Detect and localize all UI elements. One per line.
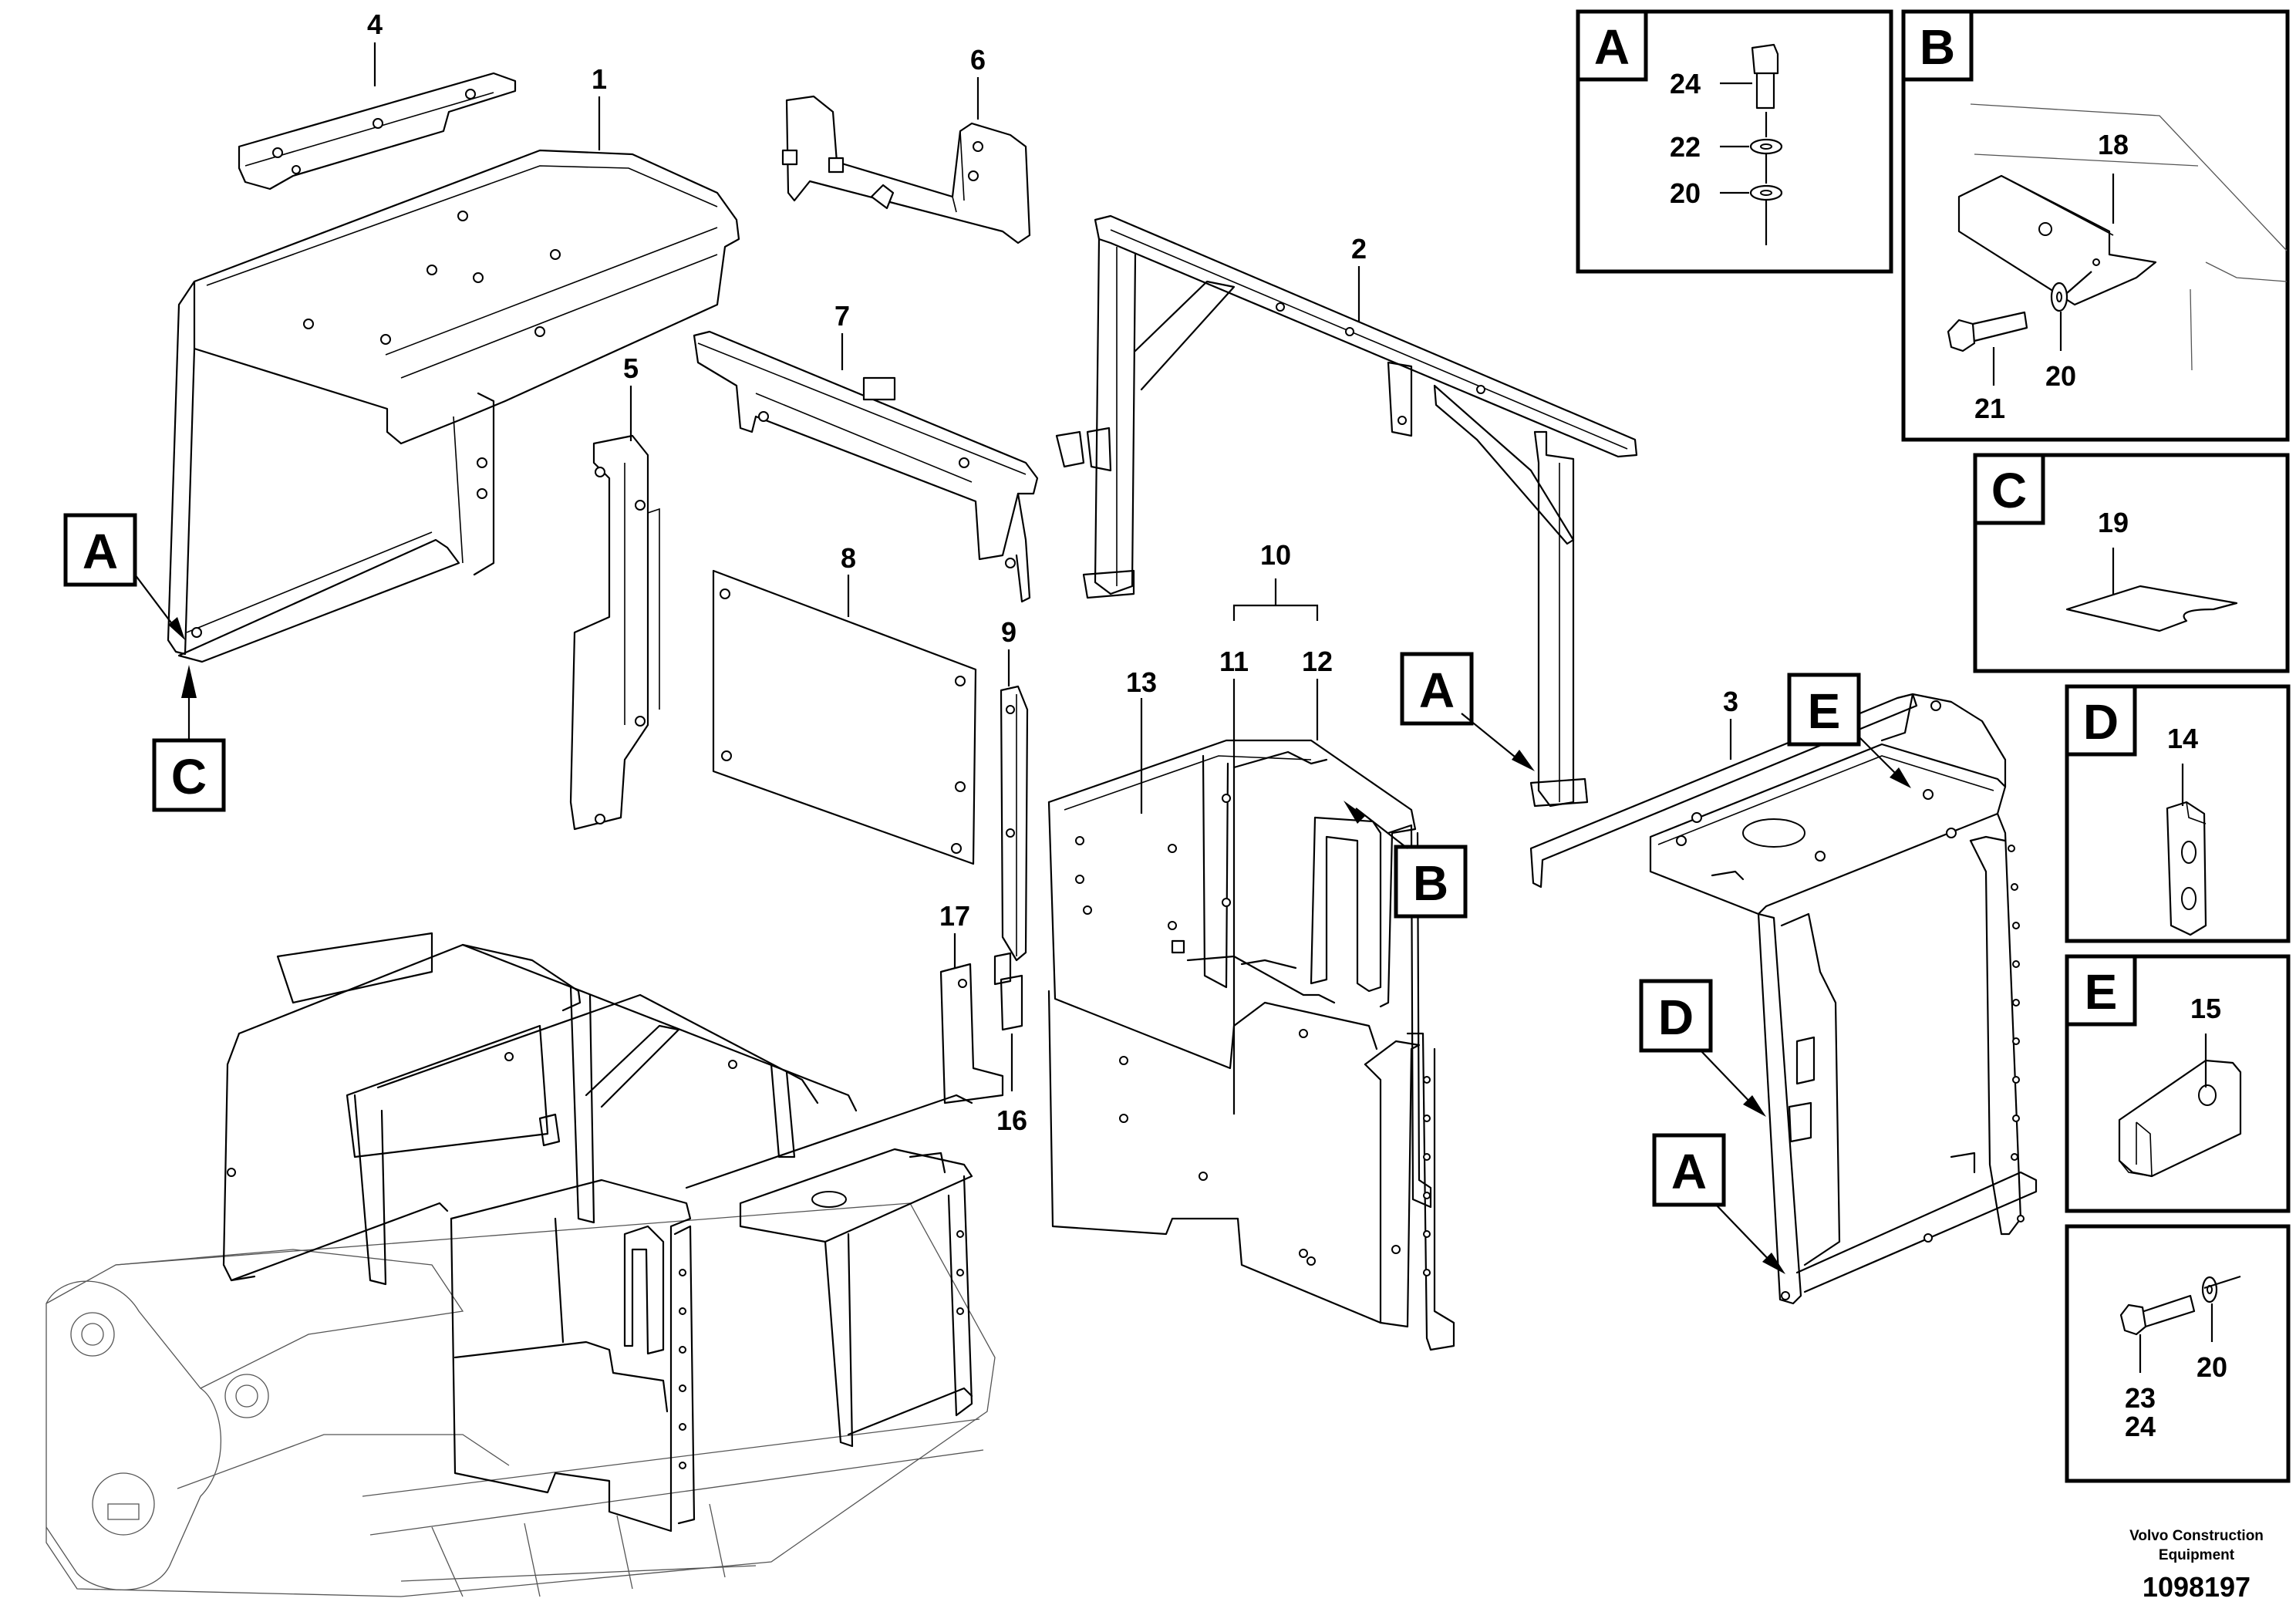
ref-letter-c-part1: C bbox=[171, 749, 207, 804]
part-1-left-frame bbox=[167, 149, 740, 663]
detail-bolts-label-24: 24 bbox=[2125, 1411, 2156, 1442]
ref-box-a-part2 bbox=[1400, 652, 1474, 726]
part-17-bracket bbox=[939, 963, 1004, 1104]
ref-letter-d-part3: D bbox=[1658, 990, 1694, 1045]
ref-box-d-part3 bbox=[1639, 979, 1713, 1053]
detail-panel-c: C 19 bbox=[1973, 453, 2290, 673]
part-4-bracket bbox=[238, 72, 517, 191]
detail-panel-bolts: 23 24 20 bbox=[2065, 1224, 2291, 1483]
detail-b-label-18: 18 bbox=[2098, 129, 2129, 160]
part-6-bracket bbox=[781, 95, 1031, 244]
detail-a-label-22: 22 bbox=[1670, 131, 1701, 163]
detail-a-label-24: 24 bbox=[1670, 68, 1701, 99]
part-7-beam bbox=[693, 330, 1039, 603]
detail-b-label-21: 21 bbox=[1974, 393, 2005, 424]
detail-panel-b: B 18 21 20 bbox=[1901, 9, 2290, 442]
detail-bolts-label-23: 23 bbox=[2125, 1382, 2156, 1414]
detail-a-title: A bbox=[1594, 19, 1630, 75]
label-9: 9 bbox=[1001, 616, 1017, 648]
part-5-vertical-bracket bbox=[569, 434, 660, 831]
label-3: 3 bbox=[1723, 686, 1738, 717]
detail-c-label-19: 19 bbox=[2098, 507, 2129, 538]
ref-box-a-part1 bbox=[63, 513, 137, 587]
part-8-plate bbox=[712, 569, 977, 865]
label-8: 8 bbox=[841, 542, 856, 574]
detail-bolts-label-20: 20 bbox=[2197, 1351, 2227, 1383]
ref-box-e-part3 bbox=[1787, 673, 1861, 747]
detail-a-label-20: 20 bbox=[1670, 177, 1701, 209]
label-11: 11 bbox=[1219, 646, 1249, 677]
label-5: 5 bbox=[623, 352, 639, 384]
ref-box-b-cabinet bbox=[1394, 845, 1468, 919]
label-4: 4 bbox=[367, 8, 383, 40]
detail-panel-e: E 15 bbox=[2065, 954, 2291, 1213]
label-7: 7 bbox=[834, 300, 850, 332]
detail-e-title: E bbox=[2085, 964, 2118, 1020]
detail-b-label-20: 20 bbox=[2045, 360, 2076, 392]
detail-d-label-14: 14 bbox=[2167, 723, 2198, 754]
label-6: 6 bbox=[970, 44, 986, 76]
part-2-top-frame bbox=[1055, 214, 1638, 808]
label-17: 17 bbox=[939, 900, 970, 932]
part-9-strip bbox=[1000, 685, 1029, 962]
ref-letter-a-part2: A bbox=[1419, 663, 1455, 718]
detail-panel-a: A 24 22 20 bbox=[1576, 9, 1893, 274]
detail-e-label-15: 15 bbox=[2190, 993, 2221, 1024]
label-12: 12 bbox=[1302, 646, 1333, 677]
footer-drawing-number: 1098197 bbox=[2143, 1571, 2250, 1603]
ref-letter-a-part3: A bbox=[1671, 1144, 1707, 1199]
footer-company-line1: Volvo Construction bbox=[2129, 1528, 2264, 1544]
part-13-cabinet bbox=[1047, 739, 1455, 1351]
label-16: 16 bbox=[996, 1104, 1027, 1136]
part-3-right-frame bbox=[1529, 693, 2038, 1305]
ref-letter-e-part3: E bbox=[1808, 683, 1841, 739]
detail-d-title: D bbox=[2083, 694, 2119, 750]
part-16-spacer bbox=[993, 952, 1023, 1031]
label-13: 13 bbox=[1126, 666, 1157, 698]
label-10: 10 bbox=[1260, 539, 1291, 571]
label-1: 1 bbox=[592, 63, 607, 95]
detail-b-title: B bbox=[1920, 19, 1955, 75]
footer-company-line2: Equipment bbox=[2159, 1547, 2235, 1563]
detail-c-title: C bbox=[1991, 463, 2027, 518]
ref-letter-a-part1: A bbox=[83, 524, 118, 579]
assembled-frame-view bbox=[46, 932, 996, 1597]
ref-letter-b-cabinet: B bbox=[1413, 855, 1448, 911]
ref-box-c-part1 bbox=[152, 738, 226, 812]
detail-panel-d: D 14 bbox=[2065, 684, 2291, 943]
ref-box-a-part3 bbox=[1652, 1133, 1726, 1207]
label-2: 2 bbox=[1351, 233, 1367, 265]
